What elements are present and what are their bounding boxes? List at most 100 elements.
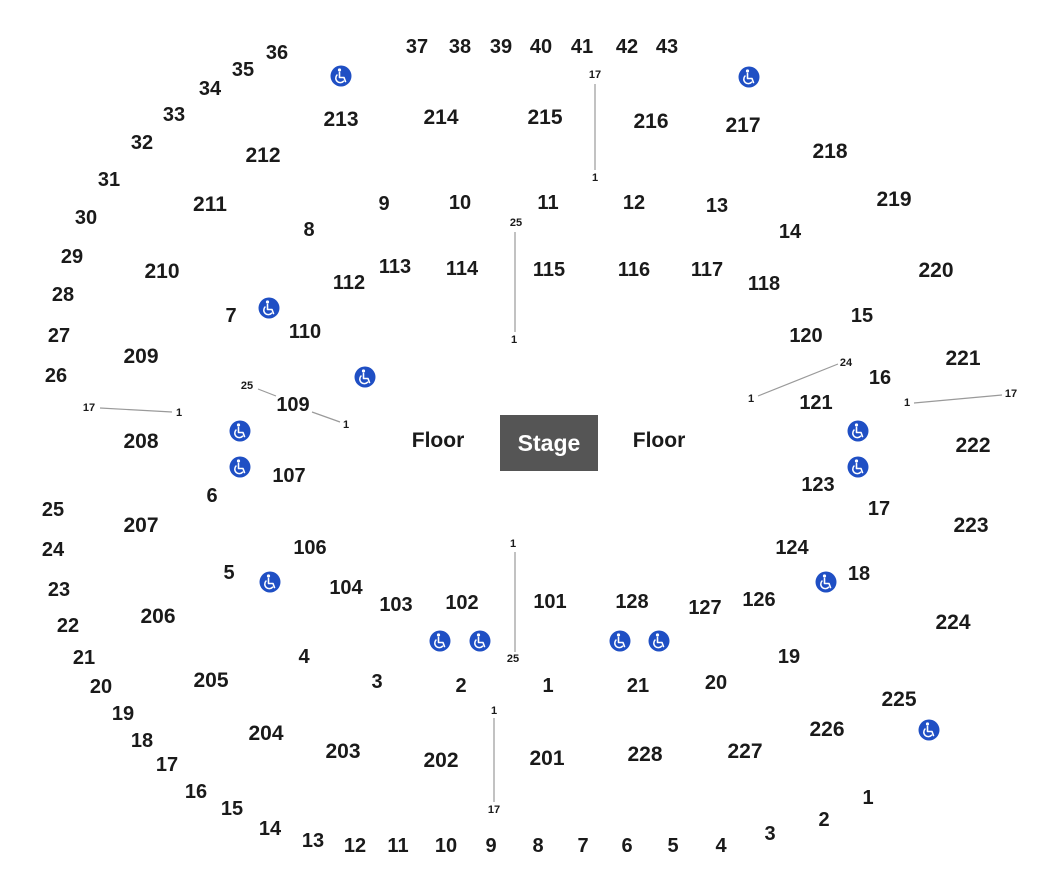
outer-row-label[interactable]: 21 <box>73 647 95 669</box>
section-100-label[interactable]: 103 <box>379 594 412 616</box>
outer-row-label[interactable]: 2 <box>818 809 829 831</box>
section-200-label[interactable]: 206 <box>140 605 175 628</box>
section-100-label[interactable]: 123 <box>801 474 834 496</box>
section-200-label[interactable]: 215 <box>527 106 562 129</box>
section-100-label[interactable]: 115 <box>533 259 565 281</box>
outer-row-label[interactable]: 14 <box>259 818 282 840</box>
aisle-line <box>257 388 277 397</box>
row-number-marker: 1 <box>511 334 517 346</box>
section-100-label[interactable]: 112 <box>333 272 365 294</box>
outer-row-label[interactable]: 36 <box>266 42 288 64</box>
outer-row-label[interactable]: 41 <box>571 36 593 58</box>
section-200-label[interactable]: 207 <box>123 514 158 537</box>
section-100-label[interactable]: 121 <box>799 392 832 414</box>
section-100-label[interactable]: 102 <box>445 592 478 614</box>
outer-row-label[interactable]: 12 <box>344 835 366 857</box>
outer-row-label[interactable]: 43 <box>656 36 678 58</box>
outer-row-label[interactable]: 11 <box>387 835 408 857</box>
outer-row-label[interactable]: 7 <box>577 835 588 857</box>
section-200-label[interactable]: 210 <box>144 260 179 283</box>
section-200-label[interactable]: 221 <box>945 347 980 370</box>
outer-row-label[interactable]: 25 <box>42 499 64 521</box>
outer-row-label[interactable]: 32 <box>131 132 153 154</box>
section-200-label[interactable]: 204 <box>248 722 283 745</box>
outer-row-label[interactable]: 28 <box>52 284 74 306</box>
section-200-label[interactable]: 228 <box>627 743 662 766</box>
stage[interactable] <box>500 415 598 471</box>
outer-row-label[interactable]: 23 <box>48 579 70 601</box>
outer-row-label[interactable]: 38 <box>449 36 471 58</box>
outer-row-label[interactable]: 4 <box>715 835 727 857</box>
section-100-label[interactable]: 128 <box>615 591 648 613</box>
section-200-label[interactable]: 211 <box>193 193 227 216</box>
section-100-label[interactable]: 107 <box>272 465 305 487</box>
outer-row-label[interactable]: 24 <box>42 539 65 561</box>
outer-row-label[interactable]: 13 <box>302 830 324 852</box>
section-200-label[interactable]: 201 <box>529 747 564 770</box>
outer-row-label[interactable]: 33 <box>163 104 185 126</box>
section-200-label[interactable]: 213 <box>323 108 358 131</box>
outer-row-label[interactable]: 19 <box>112 703 134 725</box>
section-200-label[interactable]: 217 <box>725 114 760 137</box>
section-200-label[interactable]: 223 <box>953 514 988 537</box>
section-100-label[interactable]: 114 <box>446 258 479 280</box>
outer-row-label[interactable]: 3 <box>764 823 775 845</box>
row-number-marker: 25 <box>241 380 253 392</box>
outer-row-label[interactable]: 1 <box>862 787 873 809</box>
outer-row-label[interactable]: 27 <box>48 325 70 347</box>
outer-row-label[interactable]: 20 <box>90 676 112 698</box>
outer-row-label[interactable]: 8 <box>532 835 543 857</box>
section-200-label[interactable]: 227 <box>727 740 762 763</box>
outer-row-label[interactable]: 35 <box>232 59 254 81</box>
outer-row-label[interactable]: 26 <box>45 365 67 387</box>
outer-row-label[interactable]: 37 <box>406 36 428 58</box>
section-200-label[interactable]: 216 <box>633 110 668 133</box>
section-200-label[interactable]: 209 <box>123 345 158 368</box>
outer-row-label[interactable]: 39 <box>490 36 512 58</box>
outer-row-label[interactable]: 30 <box>75 207 97 229</box>
outer-row-label[interactable]: 29 <box>61 246 83 268</box>
section-100-label[interactable]: 101 <box>533 591 566 613</box>
vomitory-label: 16 <box>869 367 891 389</box>
floor-label-left[interactable]: Floor <box>412 429 465 452</box>
outer-row-label[interactable]: 18 <box>131 730 153 752</box>
section-200-label[interactable]: 225 <box>881 688 916 711</box>
section-200-label[interactable]: 218 <box>812 140 847 163</box>
section-200-label[interactable]: 214 <box>423 106 458 129</box>
section-100-label[interactable]: 118 <box>748 273 780 295</box>
outer-row-label[interactable]: 16 <box>185 781 207 803</box>
outer-row-label[interactable]: 5 <box>667 835 678 857</box>
section-100-label[interactable]: 106 <box>293 537 326 559</box>
outer-row-label[interactable]: 22 <box>57 615 79 637</box>
section-200-label[interactable]: 205 <box>193 669 228 692</box>
section-100-label[interactable]: 104 <box>329 577 363 599</box>
section-200-label[interactable]: 208 <box>123 430 158 453</box>
section-200-label[interactable]: 224 <box>935 611 970 634</box>
section-200-label[interactable]: 226 <box>809 718 844 741</box>
section-200-label[interactable]: 202 <box>423 749 458 772</box>
section-100-label[interactable]: 109 <box>276 394 309 416</box>
outer-row-label[interactable]: 6 <box>621 835 632 857</box>
section-200-label[interactable]: 222 <box>955 434 990 457</box>
outer-row-label[interactable]: 17 <box>156 754 178 776</box>
outer-row-label[interactable]: 40 <box>530 36 552 58</box>
section-200-label[interactable]: 220 <box>918 259 953 282</box>
section-200-label[interactable]: 219 <box>876 188 911 211</box>
section-200-label[interactable]: 212 <box>245 144 280 167</box>
section-100-label[interactable]: 120 <box>789 325 822 347</box>
outer-row-label[interactable]: 9 <box>485 835 496 857</box>
section-200-label[interactable]: 203 <box>325 740 360 763</box>
section-100-label[interactable]: 124 <box>775 537 809 559</box>
outer-row-label[interactable]: 10 <box>435 835 457 857</box>
section-100-label[interactable]: 113 <box>379 256 411 278</box>
section-100-label[interactable]: 127 <box>688 597 721 619</box>
section-100-label[interactable]: 126 <box>742 589 775 611</box>
section-100-label[interactable]: 110 <box>289 321 321 343</box>
section-100-label[interactable]: 116 <box>618 259 650 281</box>
outer-row-label[interactable]: 42 <box>616 36 638 58</box>
outer-row-label[interactable]: 31 <box>98 169 120 191</box>
section-100-label[interactable]: 117 <box>691 259 723 281</box>
outer-row-label[interactable]: 15 <box>221 798 243 820</box>
floor-label-right[interactable]: Floor <box>633 429 686 452</box>
outer-row-label[interactable]: 34 <box>199 78 222 100</box>
